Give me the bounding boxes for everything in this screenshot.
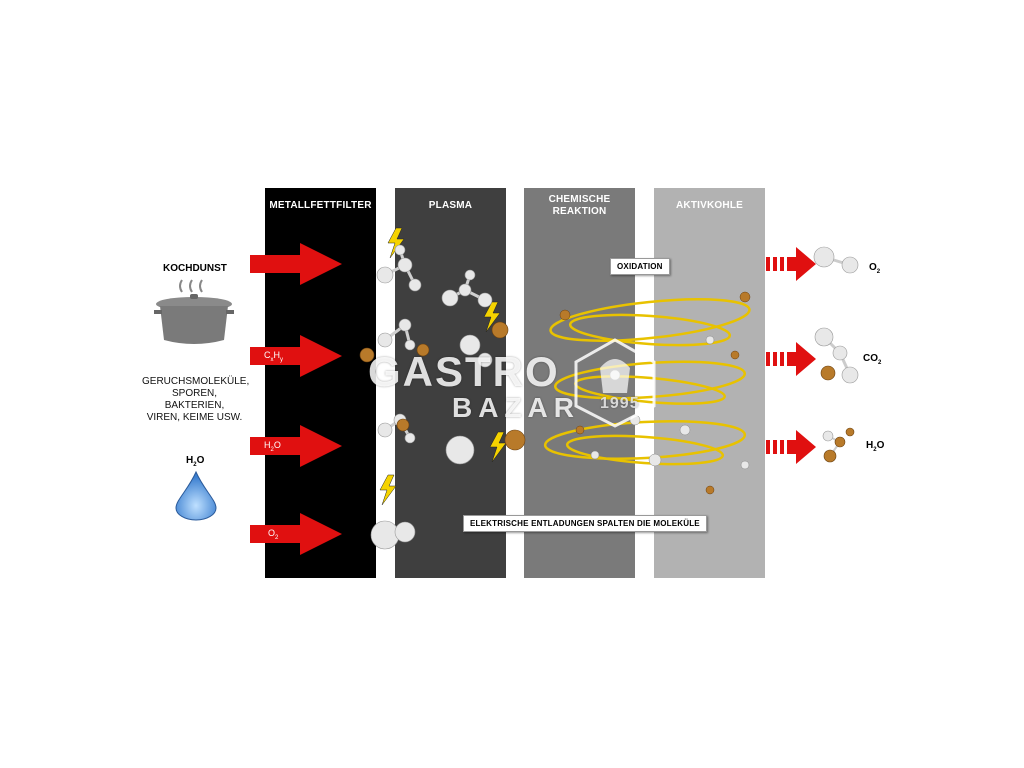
description-line: SPOREN, BAKTERIEN, xyxy=(164,388,225,411)
discharge-callout: ELEKTRISCHE ENTLADUNGEN SPALTEN DIE MOLE… xyxy=(463,515,707,532)
molecules-plasma xyxy=(359,244,526,550)
input-arrow-2 xyxy=(250,335,342,377)
input-arrow-label: H2O xyxy=(264,440,281,453)
oxidation-callout: OXIDATION xyxy=(610,258,670,275)
molecule-h2o xyxy=(822,427,855,463)
column-title: METALLFETTFILTER xyxy=(269,200,372,211)
column-metallfettfilter: METALLFETTFILTER xyxy=(265,188,376,578)
column-aktivkohle: AKTIVKOHLE xyxy=(654,188,765,578)
output-label-h2o: H2O xyxy=(866,440,885,453)
watermark-year: 1995 xyxy=(600,395,640,412)
input-arrow-2-wrap: CxHy xyxy=(250,335,345,377)
output-arrow-co2 xyxy=(766,342,816,376)
input-arrow-3-wrap: H2O xyxy=(250,425,345,467)
input-arrow-3 xyxy=(250,425,342,467)
lightning-icon xyxy=(483,301,501,333)
molecule-o2 xyxy=(813,246,859,274)
input-arrow-4-wrap: O2 xyxy=(250,513,345,555)
column-title: PLASMA xyxy=(428,200,473,211)
column-title: AKTIVKOHLE xyxy=(676,200,743,211)
output-label-o2: O2 xyxy=(869,262,881,275)
description-text: GERUCHSMOLEKÜLE, SPOREN, BAKTERIEN, VIRE… xyxy=(142,376,250,424)
input-arrow-4 xyxy=(250,513,342,555)
output-label-co2: CO2 xyxy=(863,353,882,366)
output-arrow-h2o xyxy=(766,430,816,464)
input-arrow-label: O2 xyxy=(268,528,279,541)
kochdunst-label: KOCHDUNST xyxy=(163,263,227,274)
watermark-logo xyxy=(574,338,656,428)
description-line: GERUCHSMOLEKÜLE, xyxy=(142,376,250,387)
input-arrow-1 xyxy=(250,243,342,285)
reaction-orbits xyxy=(543,291,751,495)
lightning-icon xyxy=(379,474,397,506)
column-title: CHEMISCHE REAKTION xyxy=(548,194,611,217)
input-arrow-label: CxHy xyxy=(264,350,283,363)
water-label: H2O xyxy=(186,455,205,468)
pot-icon xyxy=(154,279,234,344)
molecule-co2 xyxy=(814,327,859,384)
column-plasma: PLASMA xyxy=(395,188,506,578)
water-drop-icon xyxy=(175,470,217,521)
lightning-icon xyxy=(489,431,507,463)
description-line: VIREN, KEIME USW. xyxy=(146,412,243,423)
watermark-line1: GASTRO xyxy=(368,348,560,395)
output-arrow-o2 xyxy=(766,247,816,281)
watermark-line2: BAZAR xyxy=(452,392,580,423)
